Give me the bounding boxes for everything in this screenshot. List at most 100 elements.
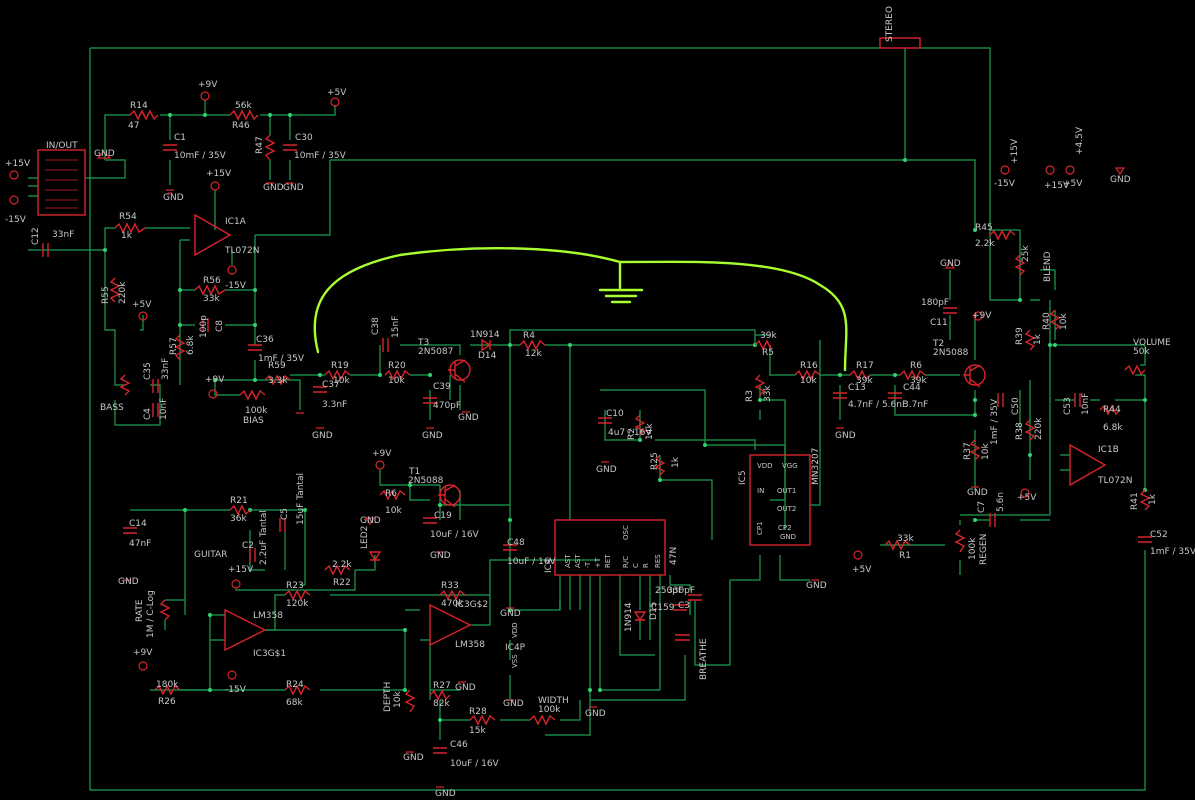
resistor-r45 xyxy=(989,229,1016,241)
opamp-ic3g1 xyxy=(224,608,267,652)
resistor-r6 xyxy=(379,489,406,501)
label-r6: R6 xyxy=(385,489,397,499)
label-ret: RET xyxy=(604,554,612,568)
cap-c46 xyxy=(433,747,447,754)
label-r38: R38 xyxy=(1015,422,1025,440)
stereo-jack xyxy=(879,37,921,49)
transistor-t3 xyxy=(448,359,471,383)
resistor-r37 xyxy=(969,439,981,461)
label-5v-b: +5V xyxy=(132,300,152,310)
resistor-r54 xyxy=(114,222,146,234)
label-c159v: 250pF xyxy=(655,586,683,596)
label-gnd-c10: GND xyxy=(596,465,617,475)
label-c48: C48 xyxy=(507,538,525,548)
resistor-r17 xyxy=(849,369,871,381)
cap-c53 xyxy=(1074,393,1081,407)
cap-c50 xyxy=(997,393,1004,407)
cap-c2 xyxy=(249,548,256,562)
label-c3: C3 xyxy=(678,601,690,611)
label-gnd-c11: GND xyxy=(940,259,961,269)
label-inout: IN/OUT xyxy=(46,141,78,151)
label-r59v: 3.3k xyxy=(268,376,288,386)
label-d15v: 1N914 xyxy=(624,602,634,632)
cap-c47n xyxy=(675,634,690,641)
label-m15v-r: -15V xyxy=(994,179,1016,189)
resistor-r44 xyxy=(1099,404,1121,416)
ic5-mn3207 xyxy=(749,454,811,546)
label-regen: REGEN xyxy=(979,534,989,565)
label-5v-d: +5V xyxy=(852,565,872,575)
label-r41v: 1k xyxy=(1148,493,1158,505)
resistor-r19 xyxy=(324,369,351,381)
label-15v-in: +15V xyxy=(5,159,31,169)
label-out2: OUT2 xyxy=(777,505,796,513)
label-cp1: CP1 xyxy=(756,521,764,535)
label-t3v: 2N5087 xyxy=(418,347,453,357)
inout-header xyxy=(37,149,86,216)
label-r14v: 47 xyxy=(128,121,139,131)
label-9v-b: +9V xyxy=(205,375,225,385)
label-c37v: 3.3nF xyxy=(322,400,347,410)
label-r1v: 33k xyxy=(897,534,914,544)
cap-c39 xyxy=(423,397,437,404)
pot-regen xyxy=(954,529,966,553)
label-r38v: 220k xyxy=(1034,417,1044,440)
label-astb: AST xyxy=(574,554,582,568)
label-r26: R26 xyxy=(158,697,176,707)
label-c4v: 10nF xyxy=(159,398,169,420)
label-gnd-c37: GND xyxy=(312,431,333,441)
label-rate: RATE xyxy=(135,599,145,622)
label-c35v: 33nF xyxy=(161,358,171,380)
resistor-r5 xyxy=(754,339,772,351)
cap-c14 xyxy=(123,527,137,534)
label-c159: C159 xyxy=(651,603,675,613)
label-r23: R23 xyxy=(286,581,304,591)
label-gnd-r27: GND xyxy=(455,683,476,693)
pot-width xyxy=(529,714,556,726)
label-mt: -T xyxy=(584,561,592,568)
resistor-r59 xyxy=(264,374,291,386)
label-cp2: CP2 xyxy=(778,524,792,532)
opamp-ic1b xyxy=(1069,443,1107,487)
label-15v-r: +15V xyxy=(1010,138,1020,164)
resistor-r24 xyxy=(284,684,311,696)
label-tl072nb: TL072N xyxy=(1097,476,1132,486)
resistor-r14 xyxy=(129,109,159,121)
resistor-r2 xyxy=(634,414,646,436)
label-ic4p: IC4P xyxy=(505,643,526,653)
label-r19v: 10k xyxy=(333,376,350,386)
label-ic3g1: IC3G$1 xyxy=(253,649,286,659)
label-c19v: 10uF / 16V xyxy=(430,530,480,540)
cap-c5 xyxy=(279,518,286,532)
label-r4v: 12k xyxy=(525,349,542,359)
label-r20v: 10k xyxy=(388,376,405,386)
label-m15v-in: -15V xyxy=(5,215,27,225)
resistor-r26 xyxy=(154,684,181,696)
label-lm358-b: LM358 xyxy=(455,640,485,650)
label-c53: C53 xyxy=(1063,397,1073,415)
label-c10v: 4u7 / 16V xyxy=(608,428,652,438)
label-gnd-r37: GND xyxy=(967,488,988,498)
label-vgg: VGG xyxy=(782,462,798,470)
diode-d14 xyxy=(481,338,492,352)
label-c14v: 47nF xyxy=(129,539,151,549)
transistor-t2 xyxy=(963,364,986,388)
label-r5: R5 xyxy=(762,348,774,358)
pot-blend xyxy=(1014,254,1026,276)
power-symbols xyxy=(9,91,1126,788)
label-c8v: 100p xyxy=(199,315,209,338)
label-gnd-r: GND xyxy=(1110,175,1131,185)
label-d15: D15 xyxy=(649,602,659,620)
label-lm358-a: LM358 xyxy=(253,611,283,621)
label-ratev: 1M / C-Log xyxy=(146,590,156,638)
label-c8: C8 xyxy=(215,320,225,332)
label-ast: AST xyxy=(564,554,572,568)
cap-c48 xyxy=(503,544,517,551)
label-gnd-c1: GND xyxy=(163,193,184,203)
label-gnd-r47: GND xyxy=(263,183,284,193)
label-r54: R54 xyxy=(119,212,137,222)
label-gnd-ic5: GND xyxy=(806,581,827,591)
resistor-r22 xyxy=(324,564,351,576)
resistor-r4 xyxy=(519,339,546,351)
label-r54v: 1k xyxy=(121,231,133,241)
